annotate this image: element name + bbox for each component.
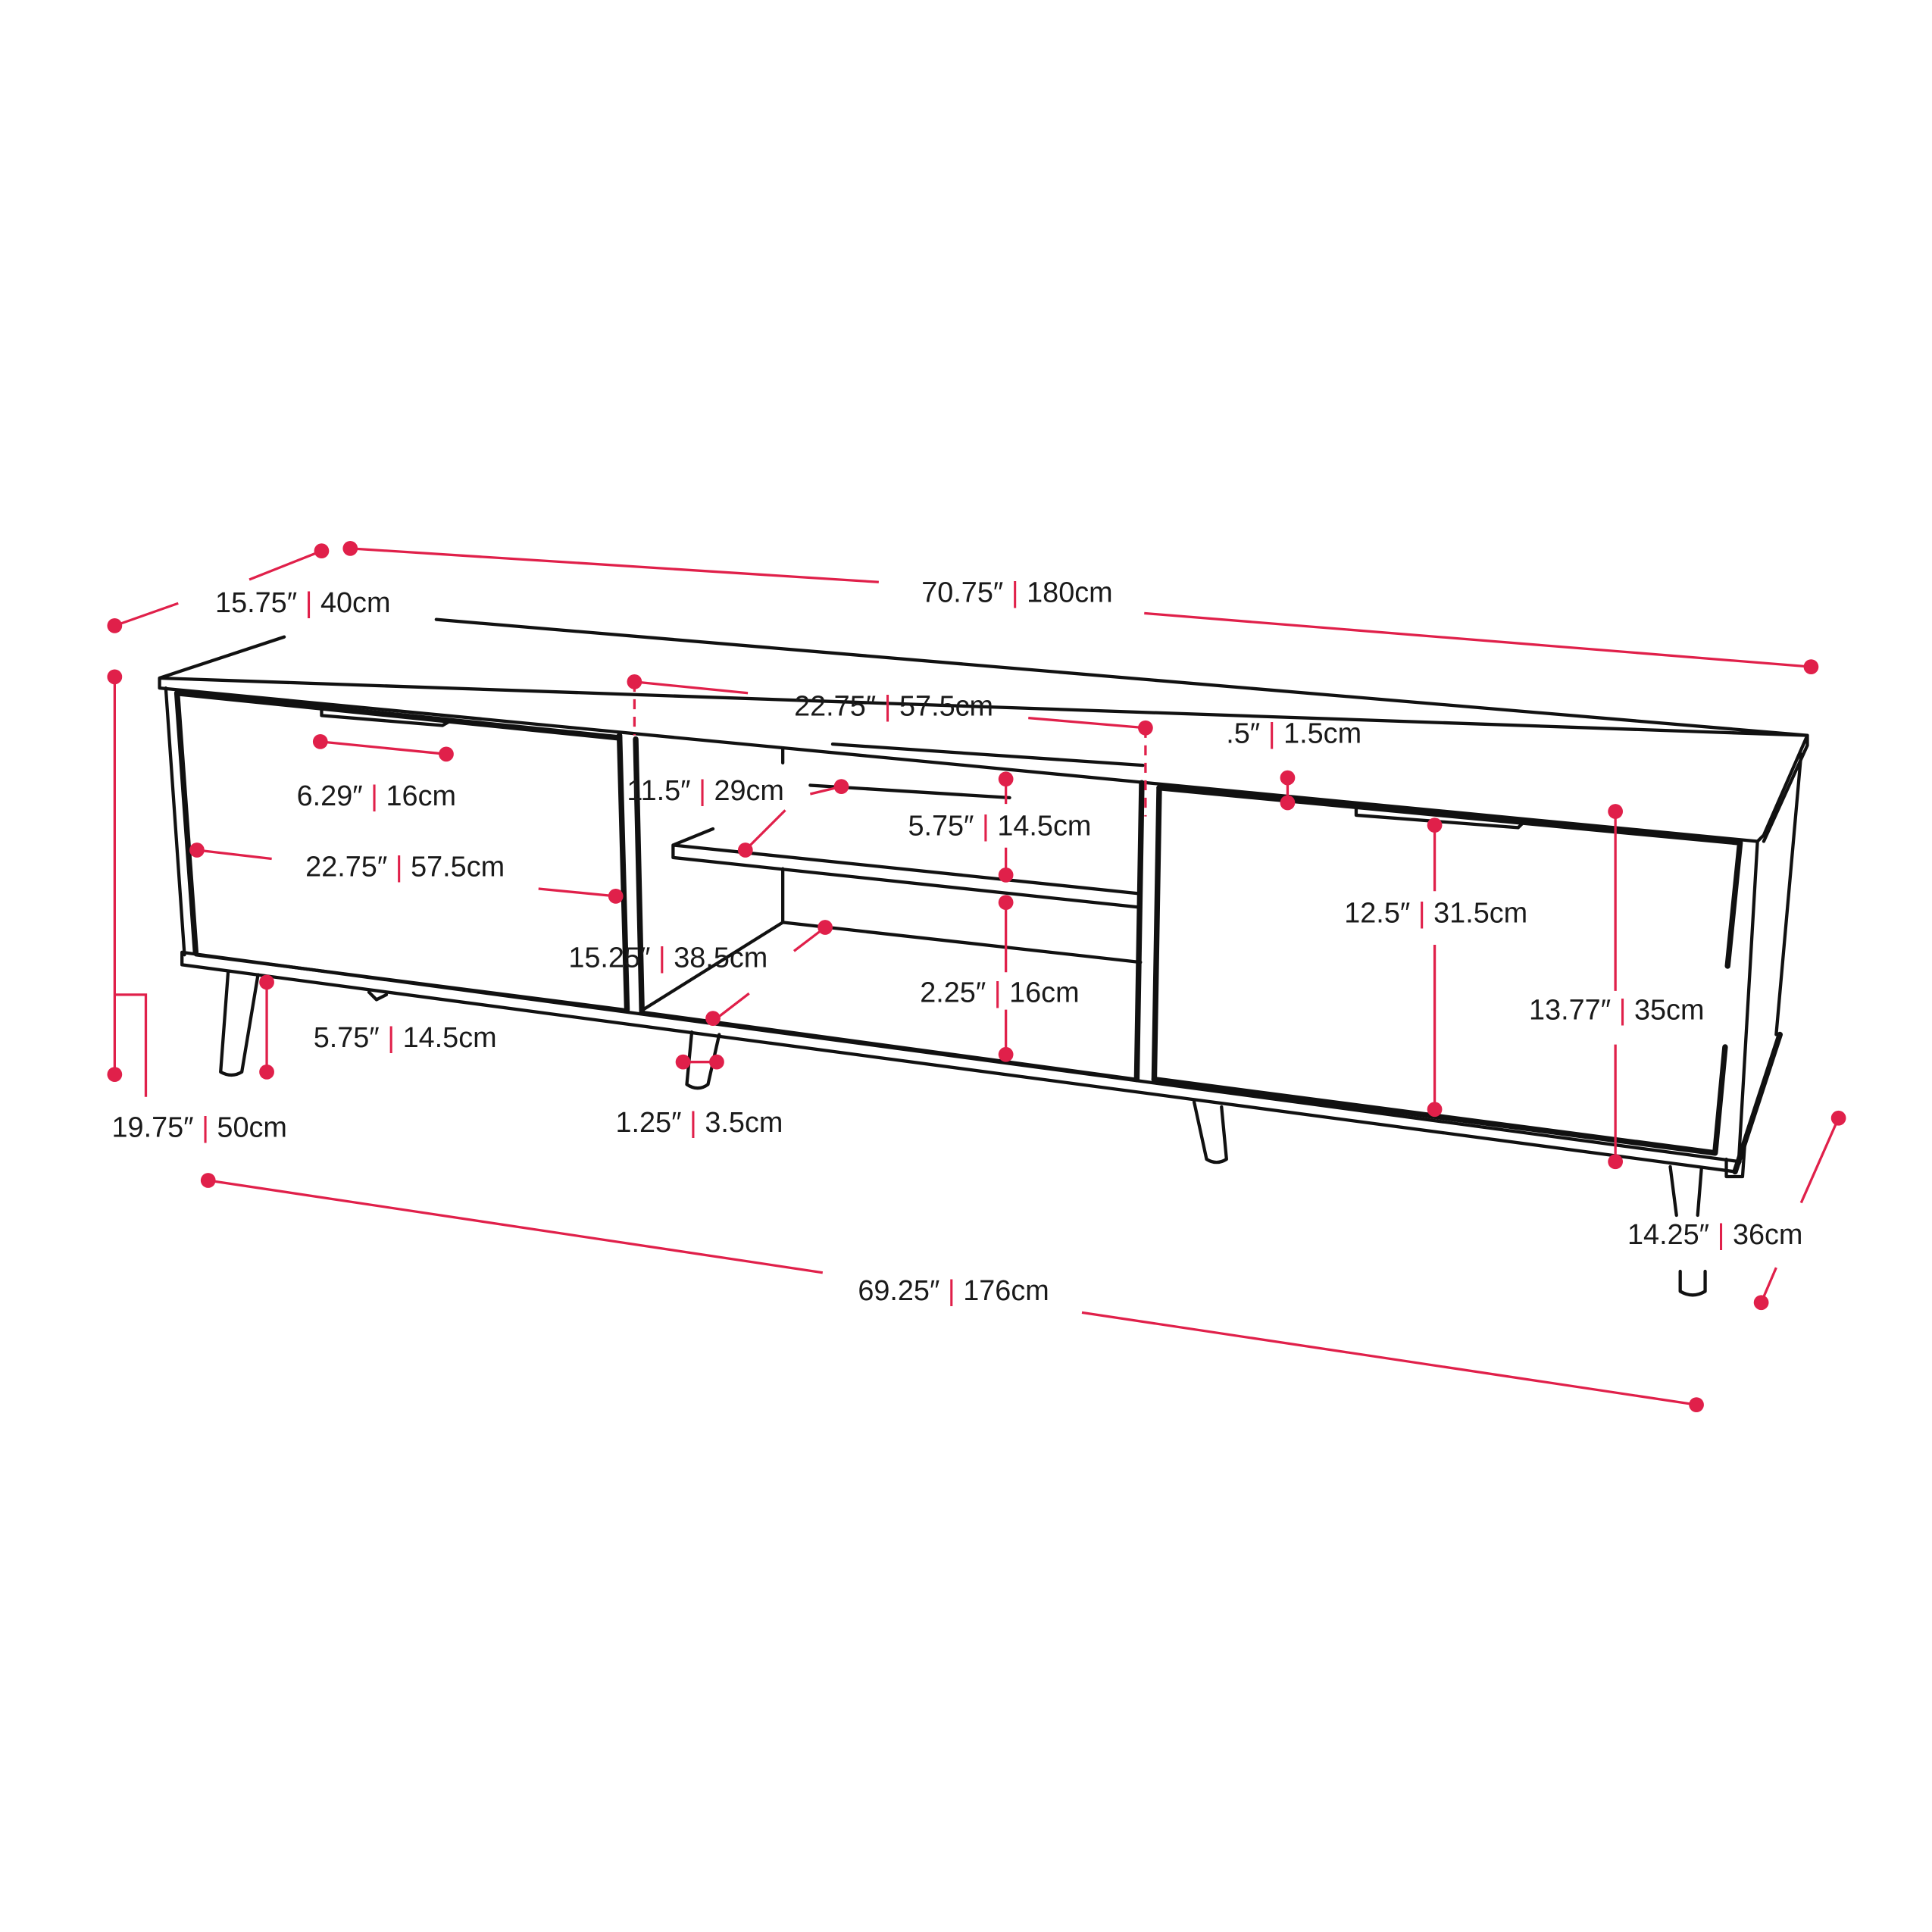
inch-value: 22.75″ — [305, 852, 387, 883]
cm-value: 16cm — [386, 780, 457, 812]
inch-value: 19.75″ — [112, 1111, 194, 1143]
separator: | — [691, 775, 714, 807]
dimension-label-top-thickness: .5″ | 1.5cm — [1226, 718, 1361, 750]
legs — [219, 971, 1747, 1297]
cm-value: 57.5cm — [899, 690, 993, 722]
separator: | — [1410, 897, 1433, 929]
separator: | — [974, 810, 997, 842]
cm-value: 180cm — [1027, 577, 1113, 609]
separator: | — [363, 780, 386, 812]
separator: | — [297, 587, 320, 619]
inch-value: 70.75″ — [921, 577, 1003, 609]
inch-value: 12.5″ — [1344, 897, 1410, 929]
cm-value: 29cm — [714, 775, 784, 807]
cm-value: 50cm — [217, 1111, 287, 1143]
separator: | — [682, 1107, 705, 1139]
dimension-endpoints — [107, 541, 1846, 1412]
dimension-label-left-door-width: 22.75″ | 57.5cm — [305, 852, 505, 883]
dimension-label-right-door-height: 12.5″ | 31.5cm — [1344, 897, 1527, 929]
separator: | — [387, 852, 411, 883]
separator: | — [1709, 1219, 1733, 1251]
cm-value: 31.5cm — [1433, 897, 1527, 929]
cm-value: 40cm — [320, 587, 391, 619]
inch-value: 6.29″ — [297, 780, 363, 812]
cm-value: 3.5cm — [705, 1107, 783, 1139]
dimension-label-cabinet-height: 13.77″ | 35cm — [1529, 995, 1704, 1027]
inch-value: 69.25″ — [858, 1275, 939, 1307]
dimension-label-leg-height: 5.75″ | 14.5cm — [314, 1022, 497, 1054]
dimension-label-lower-shelf-height: 2.25″ | 16cm — [920, 977, 1079, 1009]
inch-value: 15.75″ — [215, 587, 297, 619]
separator: | — [876, 690, 899, 722]
cm-value: 35cm — [1634, 995, 1705, 1027]
dimension-label-center-opening-width: 22.75″ | 57.5cm — [794, 690, 993, 722]
cm-value: 14.5cm — [997, 810, 1091, 842]
separator: | — [380, 1022, 403, 1054]
separator: | — [939, 1275, 963, 1307]
separator: | — [986, 977, 1009, 1009]
separator: | — [1611, 995, 1634, 1027]
inch-value: 2.25″ — [920, 977, 986, 1009]
dimension-label-shelf-depth: 11.5″ | 29cm — [627, 775, 784, 807]
dimension-label-total-height: 19.75″ | 50cm — [112, 1111, 287, 1143]
cm-value: 14.5cm — [403, 1022, 497, 1054]
cm-value: 16cm — [1009, 977, 1080, 1009]
cm-value: 38.5cm — [674, 943, 767, 974]
dimension-label-inner-depth: 15.25″ | 38.5cm — [568, 943, 767, 974]
cm-value: 57.5cm — [411, 852, 505, 883]
dimension-label-base-depth: 14.25″ | 36cm — [1627, 1219, 1802, 1251]
dimension-label-leg-width: 1.25″ | 3.5cm — [615, 1107, 783, 1139]
dimension-label-upper-shelf-height: 5.75″ | 14.5cm — [908, 810, 1091, 842]
cm-value: 36cm — [1733, 1219, 1803, 1251]
tv-stand-outline — [158, 617, 1809, 1297]
dimension-labels: 15.75″ | 40cm 70.75″ | 180cm 22.75″ | 57.5… — [112, 577, 1803, 1307]
inch-value: 13.77″ — [1529, 995, 1611, 1027]
separator: | — [1260, 718, 1283, 750]
inch-value: 15.25″ — [568, 943, 650, 974]
dimension-label-width-top: 70.75″ | 180cm — [921, 577, 1112, 609]
inch-value: 5.75″ — [908, 810, 974, 842]
separator: | — [194, 1111, 217, 1143]
cm-value: 1.5cm — [1283, 718, 1361, 750]
inch-value: 22.75″ — [794, 690, 876, 722]
inch-value: 5.75″ — [314, 1022, 380, 1054]
inch-value: .5″ — [1226, 718, 1260, 750]
separator: | — [1003, 577, 1027, 609]
cm-value: 176cm — [963, 1275, 1049, 1307]
inch-value: 1.25″ — [615, 1107, 681, 1139]
dimension-label-handle-width: 6.29″ | 16cm — [297, 780, 456, 812]
dimension-label-base-width: 69.25″ | 176cm — [858, 1275, 1049, 1307]
inch-value: 14.25″ — [1627, 1219, 1709, 1251]
dimension-lines — [107, 541, 1846, 1412]
separator: | — [650, 943, 674, 974]
dimension-label-depth-top: 15.75″ | 40cm — [215, 587, 390, 619]
inch-value: 11.5″ — [627, 775, 690, 807]
